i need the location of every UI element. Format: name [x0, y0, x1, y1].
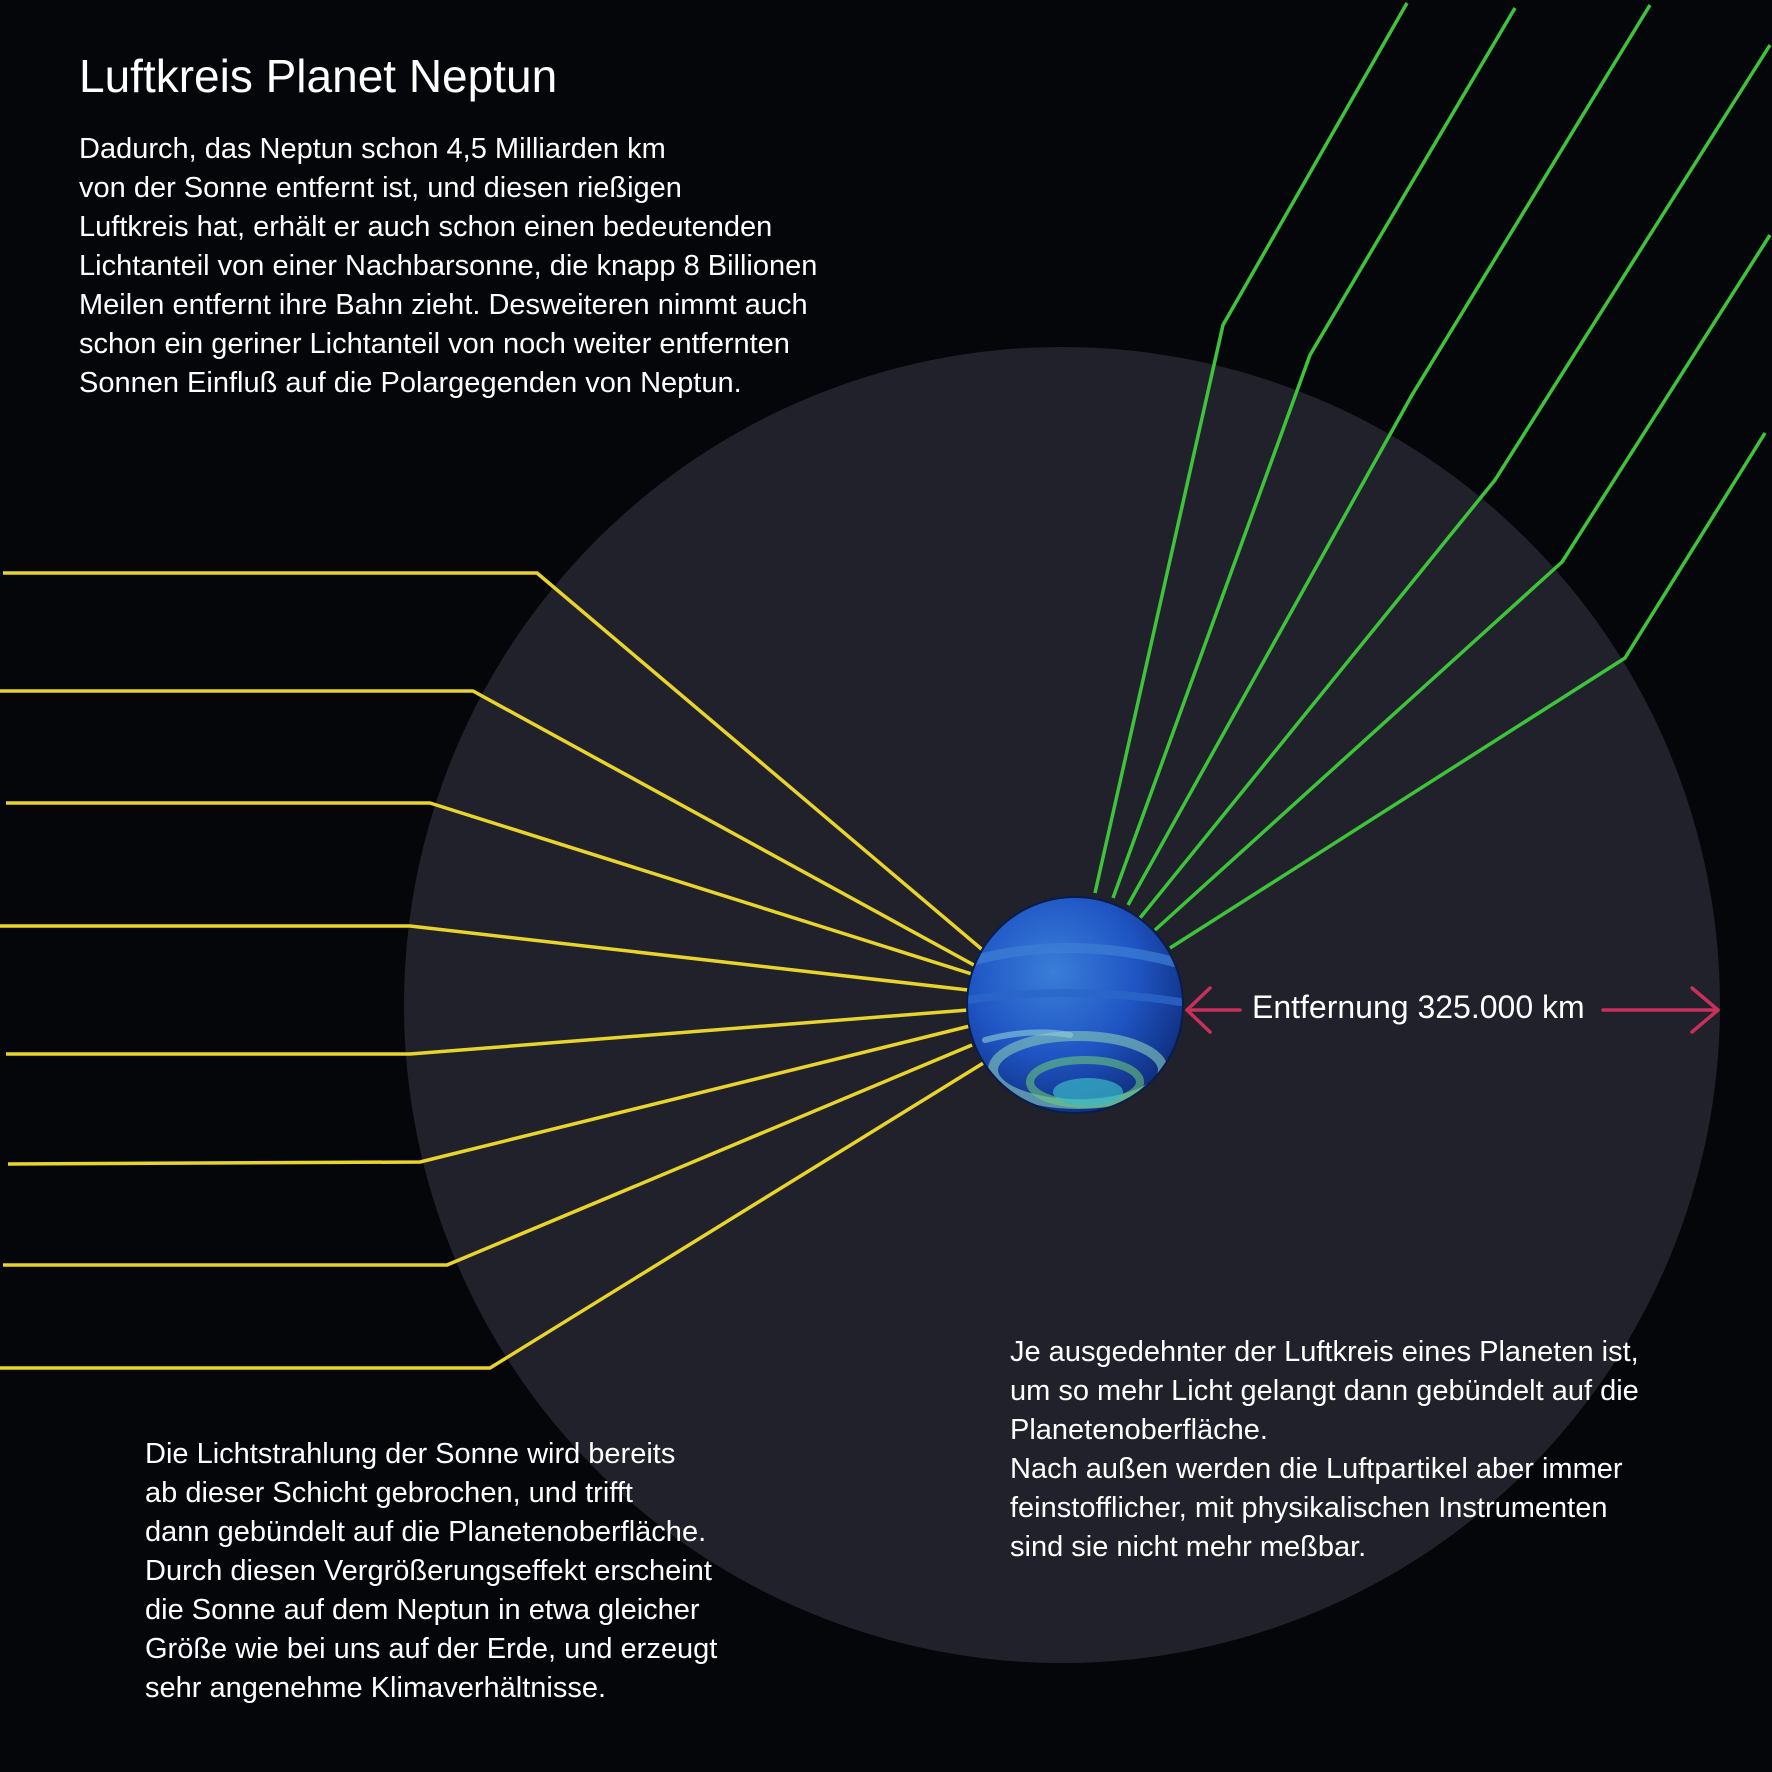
sun-rays: [0, 571, 987, 1370]
intro-paragraph: Dadurch, das Neptun schon 4,5 Milliarden…: [79, 133, 818, 399]
sun-ray-6: [7, 1024, 971, 1166]
sun-ray-3: [6, 801, 976, 977]
distance-label: Entfernung 325.000 km: [1252, 989, 1585, 1025]
neighbor-sun-rays: [1093, 2, 1772, 950]
sun-ray-4: [0, 924, 969, 992]
refraction-note: Die Lichtstrahlung der Sonne wird bereit…: [145, 1438, 718, 1704]
green-ray-5: [1153, 234, 1772, 932]
green-ray-2: [1111, 7, 1517, 899]
sun-ray-5: [6, 1008, 969, 1056]
green-ray-1: [1093, 2, 1409, 894]
sun-ray-1: [3, 571, 987, 954]
green-ray-4: [1138, 44, 1772, 920]
page-title: Luftkreis Planet Neptun: [79, 50, 558, 102]
distance-arrow-left-head: [1185, 986, 1212, 1034]
sun-ray-7: [3, 1043, 973, 1267]
atmosphere-note: Je ausgedehnter der Luftkreis eines Plan…: [1010, 1336, 1639, 1563]
neptune-planet: [966, 896, 1184, 1114]
sun-ray-8: [0, 1060, 986, 1370]
green-ray-6: [1169, 432, 1767, 950]
green-ray-3: [1126, 4, 1652, 906]
distance-arrow: [1185, 986, 1720, 1034]
sun-ray-2: [0, 689, 984, 972]
distance-arrow-right-head: [1690, 986, 1720, 1034]
